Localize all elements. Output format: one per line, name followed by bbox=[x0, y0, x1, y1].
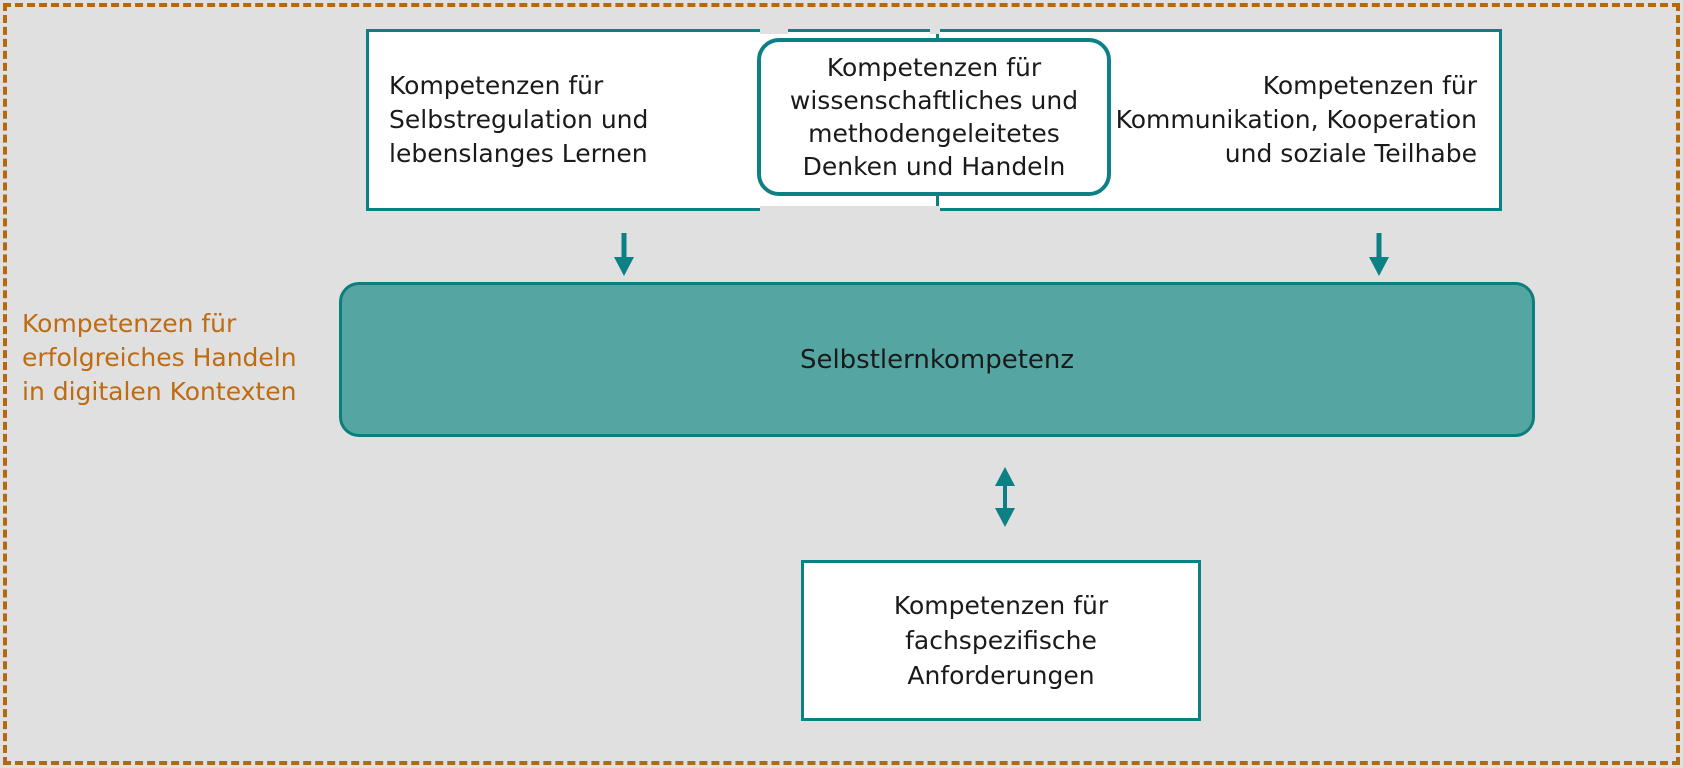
border-gap-top-right bbox=[930, 27, 940, 34]
arrow-bidirectional-icon bbox=[995, 467, 1015, 527]
competence-box-fachspezifische-anforderungen: Kompetenzen für fachspezifische Anforder… bbox=[801, 560, 1201, 721]
border-gap-top-left bbox=[760, 27, 788, 34]
border-gap-bottom bbox=[760, 206, 940, 213]
arrow-down-left-icon bbox=[614, 233, 634, 276]
competence-box-wissenschaftliches-denken: Kompetenzen für wissenschaftliches und m… bbox=[757, 38, 1111, 196]
competence-box-selbstregulation-label: Kompetenzen für Selbstregulation und leb… bbox=[389, 71, 649, 168]
main-competence-bar-label: Selbstlernkompetenz bbox=[799, 344, 1075, 375]
figure-caption-label: Kompetenzen für erfolgreiches Handeln in… bbox=[22, 309, 297, 406]
competence-box-fachspezifische-anforderungen-label: Kompetenzen für fachspezifische Anforder… bbox=[893, 591, 1109, 690]
competence-box-wissenschaftliches-denken-label: Kompetenzen für wissenschaftliches und m… bbox=[789, 53, 1079, 181]
competence-box-kommunikation-label: Kompetenzen für Kommunikation, Kooperati… bbox=[1115, 71, 1477, 168]
main-competence-bar: Selbstlernkompetenz bbox=[339, 282, 1535, 437]
arrow-down-right-icon bbox=[1369, 233, 1389, 276]
